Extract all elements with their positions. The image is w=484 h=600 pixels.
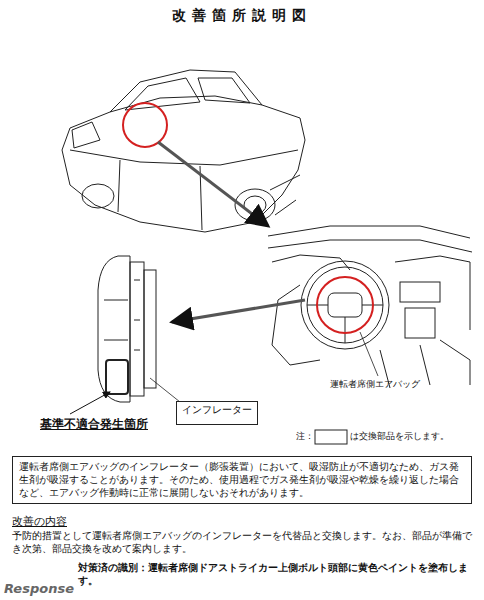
box-text: インフレーター xyxy=(182,403,252,417)
highlight-circle xyxy=(317,277,373,333)
watermark: Response xyxy=(4,580,74,598)
car-drawing xyxy=(62,70,305,232)
leader-line xyxy=(360,332,378,376)
note-box xyxy=(315,430,347,444)
pointer-arrow xyxy=(172,300,305,322)
leader-line xyxy=(150,378,180,402)
part-label-box: インフレーター xyxy=(176,401,258,425)
nonconformity-label: 基準不適合発生箇所 xyxy=(40,416,148,432)
note-text: は交換部品を示します。 xyxy=(350,430,449,442)
pointer-arrow xyxy=(70,392,110,414)
highlight-circle xyxy=(123,103,167,147)
body-text: 予防的措置として運転者席側エアバッグのインフレーターを代替品と交換します。なお、… xyxy=(12,530,472,556)
pointer-arrow xyxy=(158,142,268,226)
airbag-module-drawing xyxy=(98,256,156,402)
box-text: 運転者席側エアバッグのインフレーター（膨張装置）において、吸湿防止が不適切なため… xyxy=(19,461,465,499)
description-box: 運転者席側エアバッグのインフレーター（膨張装置）において、吸湿防止が不適切なため… xyxy=(12,456,472,504)
part-label: 運転者席側エアバッグ xyxy=(330,378,420,390)
dashboard-drawing xyxy=(268,226,472,388)
note-text: 注： xyxy=(296,430,314,442)
body-text: 対策済の識別：運転者席側ドアストライカー上側ボルト頭部に黄色ペイントを塗布します… xyxy=(78,562,478,588)
page-title: 改善箇所説明図 xyxy=(0,6,484,25)
section-heading: 改善の内容 xyxy=(12,514,67,528)
